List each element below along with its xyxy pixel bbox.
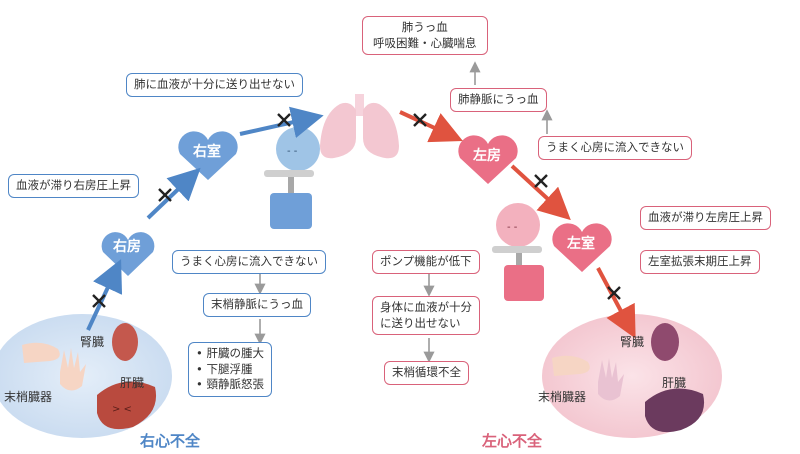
arrow-ra-to-rv <box>146 167 201 220</box>
left-ventricle-label: 左室 <box>567 236 595 252</box>
lvedp-box: 左室拡張末期圧上昇 <box>640 250 760 274</box>
lungs-icon <box>320 94 399 159</box>
worried-left-heart-icon: - - <box>492 203 544 301</box>
la-pressure-box: 血液が滞り左房圧上昇 <box>640 206 771 230</box>
body-outflow-line2: に送り出せない <box>380 315 461 330</box>
left-hand-icon <box>598 358 624 401</box>
lung-congestion-box: 肺うっ血 呼吸困難・心臓喘息 <box>362 16 488 56</box>
left-kidney-label: 腎臓 <box>620 335 645 349</box>
arrow-rv-to-lung <box>239 106 324 138</box>
periphery-hand-icon <box>60 348 86 391</box>
right-atrium-heart-icon <box>101 232 155 276</box>
left-atrium-label: 左房 <box>473 148 501 164</box>
right-liver-label: 肝臓 <box>120 376 145 390</box>
right-symptoms-box: 肝臓の腫大下腿浮腫頸静脈怒張 <box>188 342 272 397</box>
symptom-item: 頸静脈怒張 <box>196 377 264 393</box>
right-inflow-box: うまく心房に流入できない <box>172 250 326 274</box>
left-kidney-icon <box>651 323 679 361</box>
right-heart-failure-title: 右心不全 <box>140 432 201 450</box>
right-ventricle-label: 右室 <box>193 144 221 160</box>
left-liver-icon <box>645 388 705 433</box>
svg-text:- -: - - <box>507 222 518 233</box>
body-outflow-line1: 身体に血液が十分 <box>380 300 472 314</box>
left-ventricle-heart-icon <box>552 223 612 272</box>
svg-text:> <: > < <box>112 404 132 415</box>
right-liver-icon <box>97 381 157 430</box>
block-cross-icon <box>92 113 621 308</box>
left-periphery-label: 末梢臓器 <box>538 390 587 404</box>
right-ventricle-heart-icon <box>178 131 238 180</box>
arrow-la-to-lv <box>510 164 571 221</box>
worried-heart-icon: - - <box>264 127 320 229</box>
body-outflow-box: 身体に血液が十分 に送り出せない <box>372 296 480 336</box>
arrow-lv-to-organs <box>596 267 636 339</box>
lung-outflow-box: 肺に血液が十分に送り出せない <box>126 73 303 97</box>
svg-text:- -: - - <box>287 146 298 157</box>
right-atrium-label: 右房 <box>113 239 141 255</box>
symptom-item: 下腿浮腫 <box>196 362 264 378</box>
venous-congestion-box: 末梢静脈にうっ血 <box>203 293 311 317</box>
arrow-organs-to-ra <box>86 259 123 331</box>
arrow-lung-to-la <box>399 110 463 143</box>
right-periphery-label: 末梢臓器 <box>4 390 53 404</box>
dyspnea-text: 呼吸困難・心臓喘息 <box>373 35 477 50</box>
right-kidney-label: 腎臓 <box>80 335 105 349</box>
peripheral-failure-box: 末梢循環不全 <box>384 361 469 385</box>
symptom-item: 肝臓の腫大 <box>196 346 264 362</box>
left-heart-failure-title: 左心不全 <box>482 432 543 450</box>
left-inflow-box: うまく心房に流入できない <box>538 136 692 160</box>
left-atrium-heart-icon <box>458 135 518 184</box>
periphery-foot-icon <box>22 342 60 363</box>
lung-congestion-text: 肺うっ血 <box>401 20 448 34</box>
pump-box: ポンプ機能が低下 <box>372 250 480 274</box>
ra-pressure-box: 血液が滞り右房圧上昇 <box>8 174 139 198</box>
left-foot-icon <box>552 355 590 376</box>
right-symptom-list: 肝臓の腫大下腿浮腫頸静脈怒張 <box>196 346 264 393</box>
pulm-vein-box: 肺静脈にうっ血 <box>450 88 547 112</box>
left-liver-label: 肝臓 <box>662 376 687 390</box>
right-kidney-icon <box>112 323 138 361</box>
